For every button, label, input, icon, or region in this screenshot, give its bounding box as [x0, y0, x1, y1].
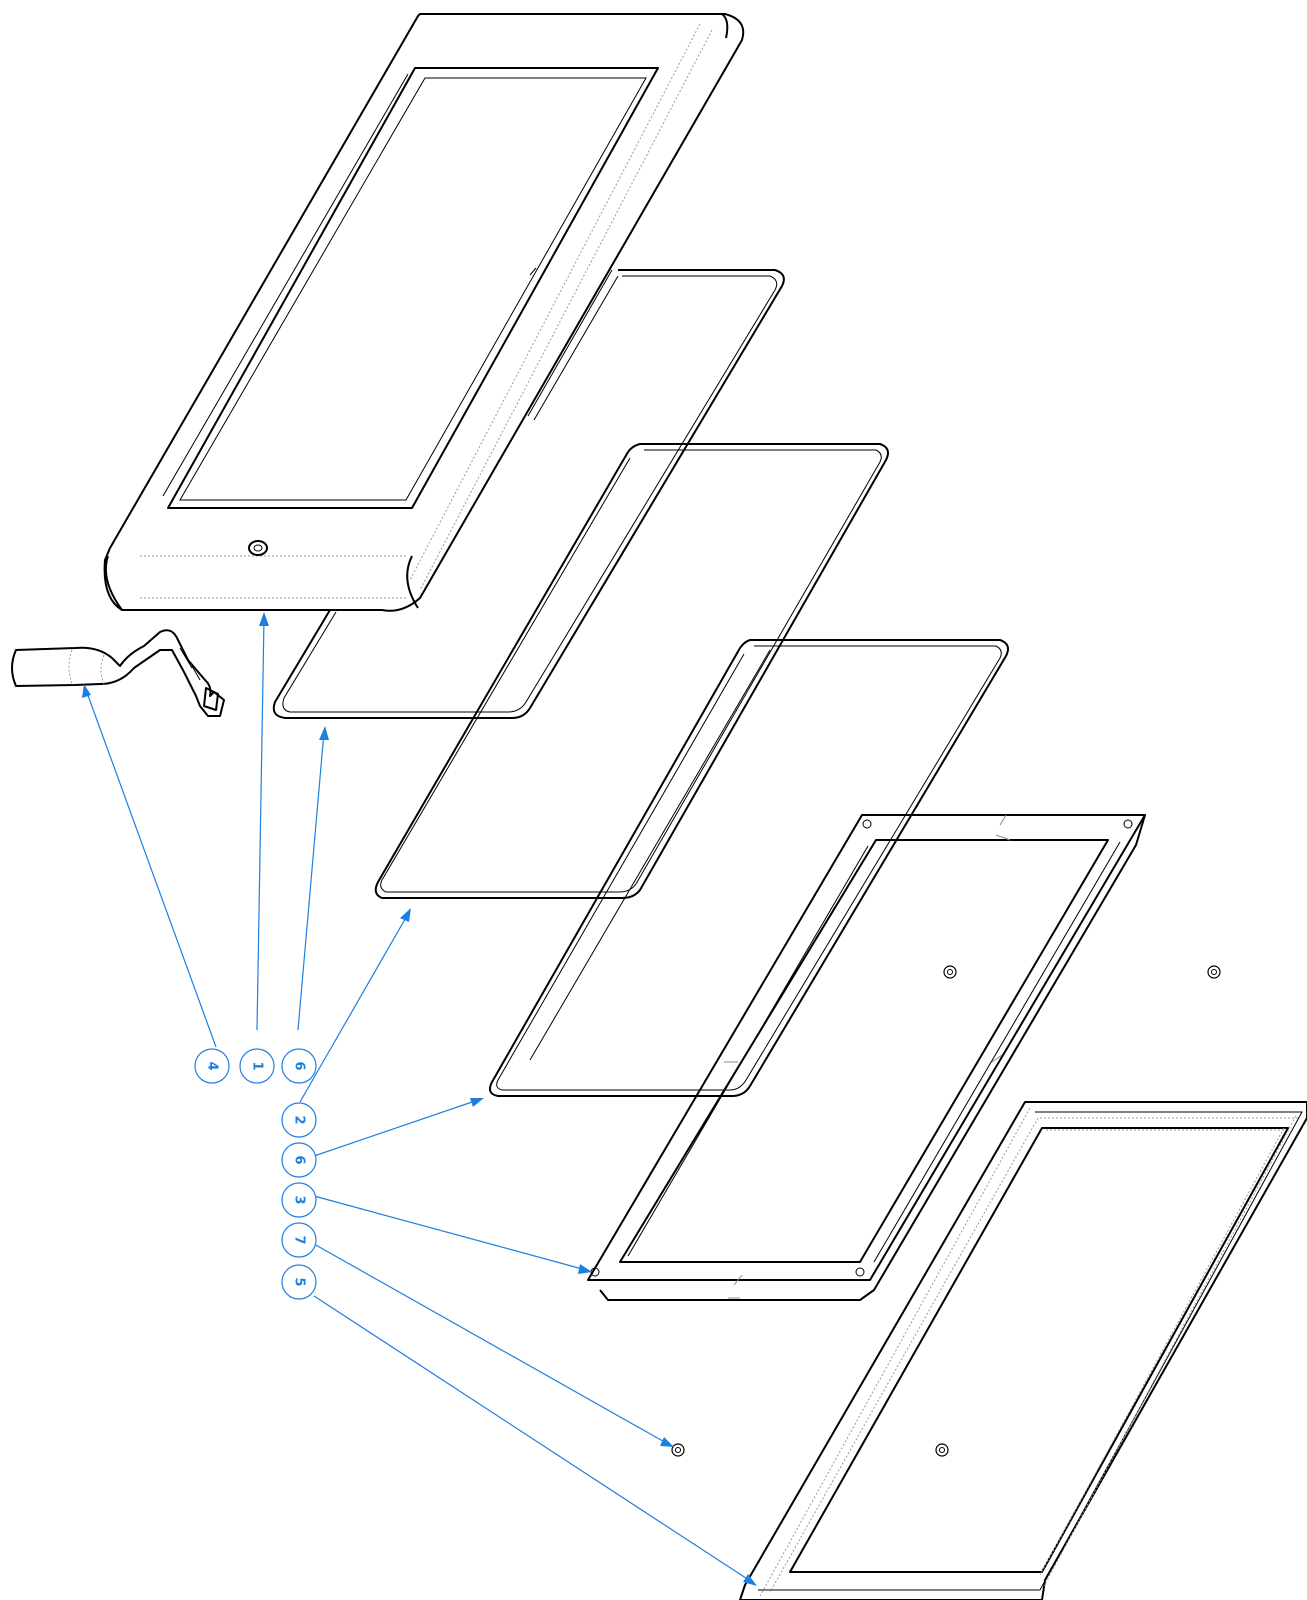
svg-text:5: 5 — [292, 1277, 307, 1286]
leader-6b — [313, 1099, 479, 1157]
nut — [943, 965, 957, 979]
leader-4 — [85, 689, 217, 1048]
leader-3 — [313, 1195, 587, 1271]
nut — [935, 1443, 949, 1457]
svg-text:6: 6 — [292, 1155, 307, 1164]
part-6-lower-seal — [489, 639, 1009, 1097]
balloon-item-6-upper: 6 — [281, 1048, 317, 1084]
balloon-item-4: 4 — [194, 1048, 230, 1084]
balloon-item-1: 1 — [239, 1048, 275, 1084]
arrowhead-1 — [259, 612, 269, 626]
part-3-mounting-plate — [587, 814, 1146, 1301]
arrowhead-2 — [400, 908, 411, 922]
svg-text:6: 6 — [292, 1061, 307, 1070]
part-6-upper-seal — [272, 269, 785, 719]
arrowhead-4 — [82, 684, 91, 698]
arrowhead-6a — [319, 726, 329, 740]
balloon-item-3: 3 — [281, 1182, 317, 1218]
svg-text:7: 7 — [292, 1235, 307, 1244]
leader-6a — [297, 731, 325, 1031]
svg-text:2: 2 — [292, 1115, 307, 1124]
svg-text:1: 1 — [250, 1061, 265, 1070]
leader-7 — [313, 1243, 669, 1445]
part-7-nut — [671, 1443, 685, 1457]
arrowhead-7 — [660, 1437, 674, 1447]
part-1-front-bezel — [103, 13, 745, 612]
leader-1 — [256, 617, 265, 1031]
balloon-item-5: 5 — [281, 1264, 317, 1300]
nuts — [671, 965, 1221, 1457]
balloon-item-6-lower: 6 — [281, 1142, 317, 1178]
leader-5 — [313, 1295, 753, 1583]
arrowhead-5 — [743, 1574, 757, 1586]
nut — [1207, 965, 1221, 979]
arrowhead-6b — [470, 1098, 484, 1107]
svg-text:3: 3 — [292, 1195, 307, 1204]
balloon-item-2: 2 — [281, 1102, 317, 1138]
balloon-item-7: 7 — [281, 1222, 317, 1258]
leader-lines — [82, 612, 757, 1586]
part-2-glass-panel — [374, 443, 889, 899]
arrowhead-3 — [578, 1264, 592, 1274]
part-5-rear-frame — [739, 1101, 1307, 1600]
svg-text:4: 4 — [205, 1061, 220, 1070]
item-balloons: 4 1 6 2 6 3 7 5 — [194, 1048, 317, 1300]
part-4-handle — [11, 629, 225, 717]
leader-2 — [299, 913, 409, 1103]
